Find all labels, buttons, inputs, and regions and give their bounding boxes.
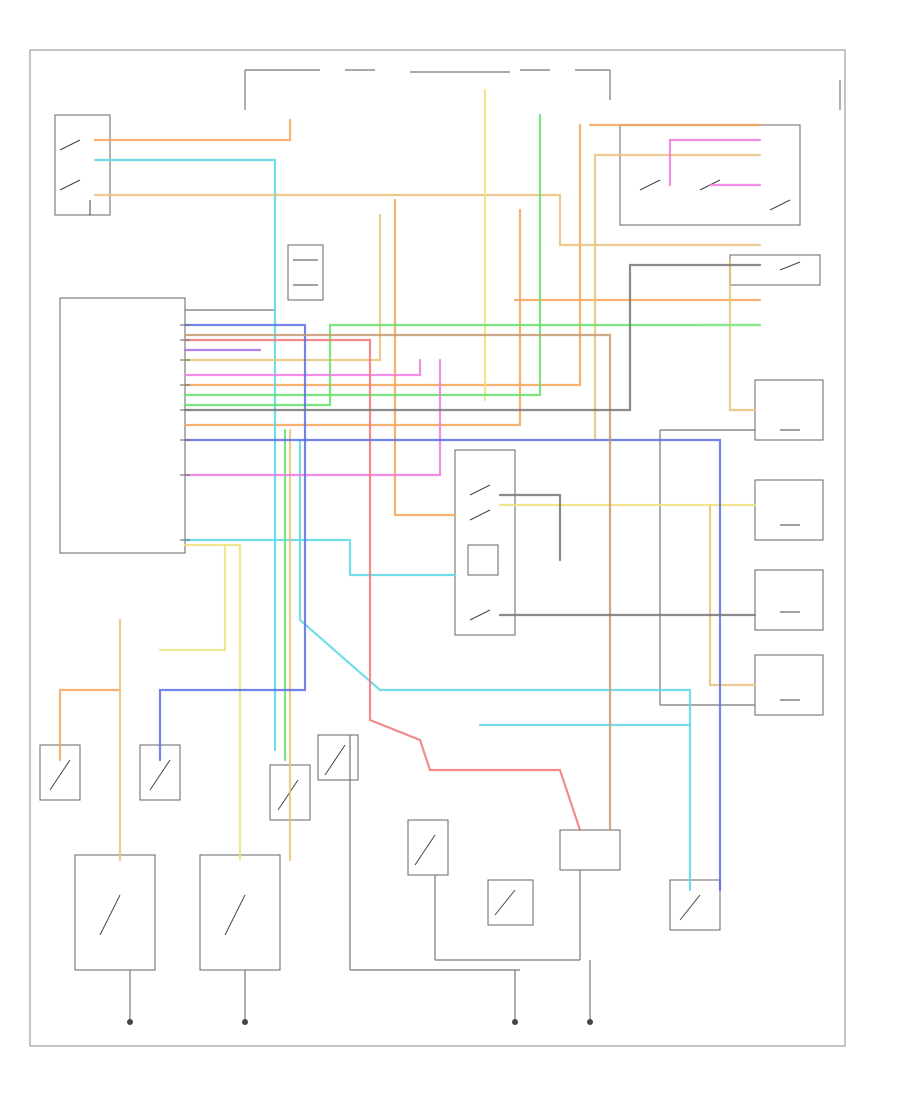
center-relay-module xyxy=(454,449,516,636)
wire-orange-top xyxy=(93,118,292,142)
wire-yellow-left xyxy=(183,543,242,862)
wire-blue-long xyxy=(183,438,722,892)
top-left-switch xyxy=(54,114,111,216)
wire-tan-actuators xyxy=(708,503,757,687)
ground-symbols xyxy=(127,960,593,1025)
wire-orange-mid xyxy=(183,208,522,427)
wire-cyan-bottom xyxy=(298,438,692,892)
diagram-frame xyxy=(29,49,846,1047)
wire-green-left xyxy=(183,323,762,407)
module-connector-pins xyxy=(180,324,190,541)
wire-blue-upper xyxy=(158,323,307,762)
wire-orange-relay xyxy=(393,198,457,517)
wire-green-main xyxy=(183,113,542,397)
wire-tan-actuator-top xyxy=(728,258,757,412)
wire-tan-upper xyxy=(93,193,762,247)
upper-right-switches xyxy=(619,124,821,286)
top-power-sources xyxy=(244,69,841,110)
wire-gray-relay xyxy=(498,493,562,562)
lower-module-boxes xyxy=(74,735,721,971)
relay-module xyxy=(287,244,324,301)
wire-cyan-lower xyxy=(183,538,457,577)
wire-orange-lower xyxy=(58,688,122,762)
wire-pink-lower xyxy=(183,358,442,477)
colored-wires xyxy=(58,88,762,892)
wire-brown xyxy=(183,333,612,832)
wire-red-main xyxy=(183,338,582,832)
wire-tan-right xyxy=(593,153,762,442)
wire-cyan-top xyxy=(93,158,277,752)
wire-orange-module xyxy=(183,123,582,387)
wire-pink-module xyxy=(183,358,422,377)
wire-gray-long xyxy=(183,263,762,412)
wire-tan-relay xyxy=(183,213,382,362)
wire-yellow-relay xyxy=(158,543,227,652)
lower-door-switches xyxy=(39,734,449,876)
right-actuators xyxy=(659,379,824,716)
